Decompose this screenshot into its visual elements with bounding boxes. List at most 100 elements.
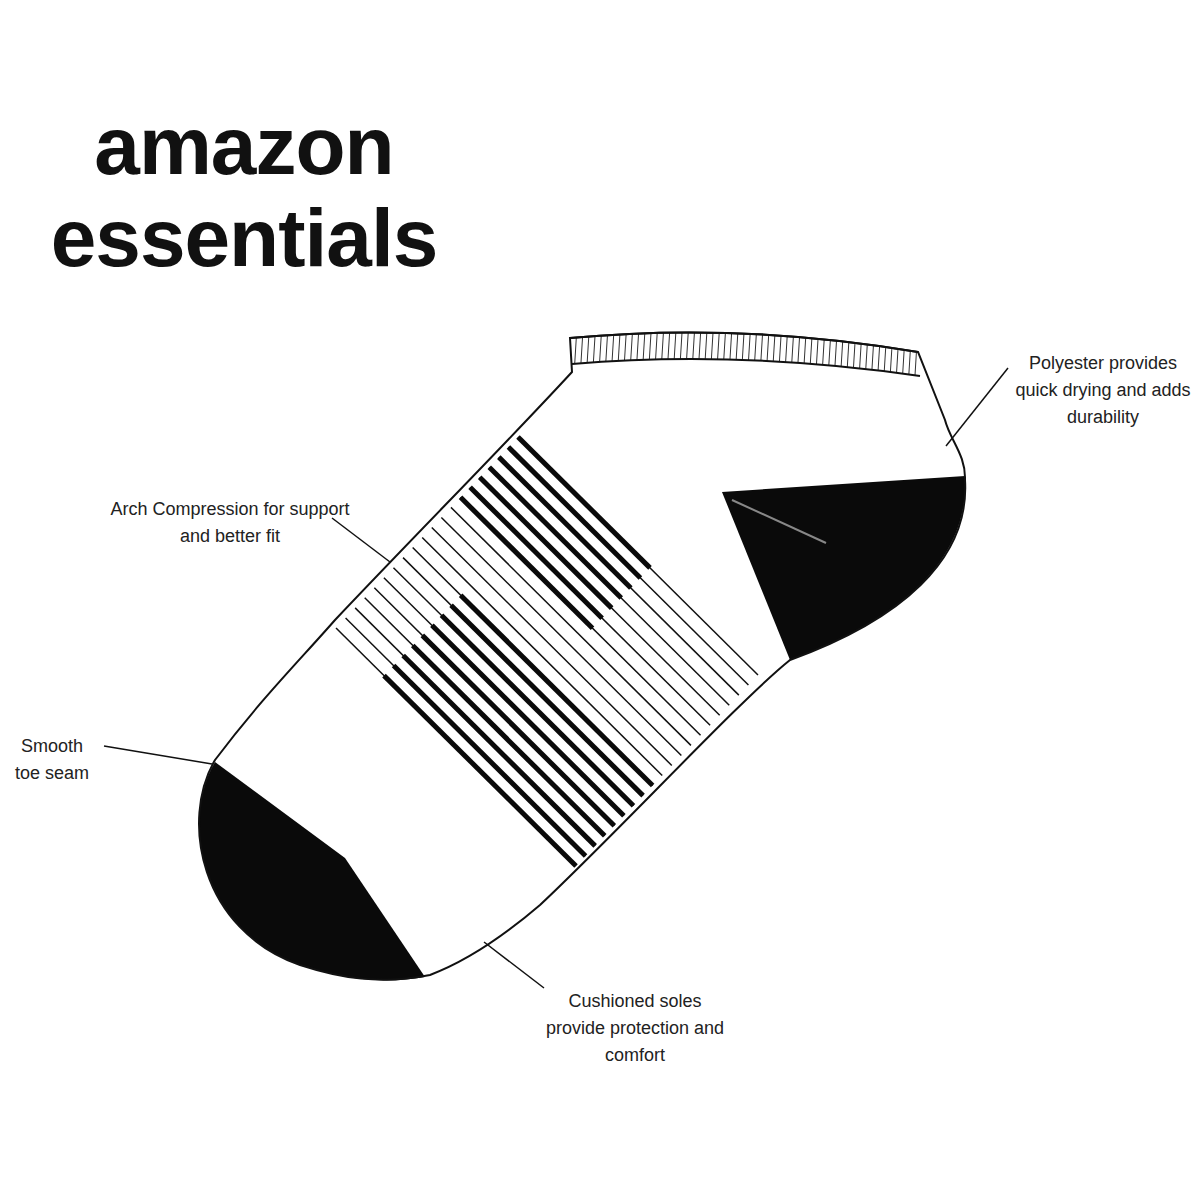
stripe-stroke <box>489 467 729 705</box>
stripe-stroke <box>374 588 614 826</box>
stripe-stroke <box>815 320 819 385</box>
arch-stripes <box>336 437 758 866</box>
stripe-stroke <box>365 598 605 836</box>
stripe-stroke <box>859 320 863 385</box>
stripe-stroke <box>384 676 576 866</box>
leader-line <box>946 368 1008 446</box>
stripe-stroke <box>480 477 720 715</box>
stripe-stroke <box>877 320 881 385</box>
leader-line <box>484 942 544 988</box>
stripe-stroke <box>611 320 615 385</box>
stripe-stroke <box>685 320 689 385</box>
stripe-stroke <box>422 538 662 776</box>
toe-patch <box>199 762 425 980</box>
stripe-stroke <box>728 320 732 385</box>
stripe-stroke <box>660 320 664 385</box>
stripe-stroke <box>617 320 621 385</box>
stripe-stroke <box>778 320 782 385</box>
stripe-stroke <box>451 605 643 795</box>
stripe-stroke <box>394 666 586 856</box>
leader-line <box>332 518 390 562</box>
stripe-stroke <box>691 320 695 385</box>
stripe-stroke <box>518 437 650 568</box>
stripe-stroke <box>852 320 856 385</box>
stripe-stroke <box>461 595 653 785</box>
stripe-stroke <box>461 497 593 628</box>
stripe-stroke <box>654 320 658 385</box>
stripe-stroke <box>896 320 900 385</box>
stripe-stroke <box>865 320 869 385</box>
stripe-stroke <box>403 558 643 796</box>
stripe-stroke <box>623 320 627 385</box>
stripe-stroke <box>803 320 807 385</box>
stripe-stroke <box>580 320 584 385</box>
cuff-band <box>570 332 920 376</box>
stripe-stroke <box>336 628 576 866</box>
stripe-stroke <box>592 320 596 385</box>
callout-label: Polyester provides quick drying and adds… <box>1012 350 1194 431</box>
stripe-stroke <box>561 320 565 385</box>
stripe-stroke <box>432 625 624 815</box>
stripe-stroke <box>635 320 639 385</box>
heel-seam <box>732 500 826 543</box>
stripe-stroke <box>704 320 708 385</box>
stripe-stroke <box>840 320 844 385</box>
stripe-stroke <box>741 320 745 385</box>
stripe-stroke <box>666 320 670 385</box>
stripe-stroke <box>346 618 586 856</box>
stripe-stroke <box>629 320 633 385</box>
stripe-stroke <box>673 320 677 385</box>
stripe-stroke <box>403 655 595 845</box>
stripe-stroke <box>586 320 590 385</box>
stripe-stroke <box>499 457 739 695</box>
stripe-stroke <box>747 320 751 385</box>
stripe-stroke <box>828 320 832 385</box>
stripe-stroke <box>834 320 838 385</box>
stripe-stroke <box>598 320 602 385</box>
stripe-stroke <box>642 320 646 385</box>
stripe-stroke <box>759 320 763 385</box>
stripe-stroke <box>883 320 887 385</box>
stripe-stroke <box>772 320 776 385</box>
stripe-stroke <box>890 320 894 385</box>
stripe-stroke <box>470 487 602 618</box>
stripe-stroke <box>413 645 605 835</box>
stripe-stroke <box>489 467 621 598</box>
stripe-stroke <box>480 477 612 608</box>
stripe-stroke <box>648 320 652 385</box>
stripe-stroke <box>499 457 631 588</box>
brand-title: amazon essentials <box>4 100 484 284</box>
stripe-stroke <box>821 320 825 385</box>
stripe-stroke <box>573 320 577 385</box>
stripe-stroke <box>508 447 640 578</box>
stripe-stroke <box>422 635 614 825</box>
leader-line <box>104 746 212 764</box>
stripe-stroke <box>508 447 748 685</box>
stripe-stroke <box>384 578 624 816</box>
stripe-stroke <box>871 320 875 385</box>
stripe-stroke <box>451 507 691 745</box>
stripe-stroke <box>766 320 770 385</box>
stripe-stroke <box>470 487 710 725</box>
stripe-stroke <box>710 320 714 385</box>
stripe-stroke <box>902 320 906 385</box>
callout-label: Smooth toe seam <box>6 733 98 787</box>
stripe-stroke <box>441 615 633 805</box>
stripe-stroke <box>716 320 720 385</box>
sock-outline <box>199 332 965 979</box>
cuff-ribbing <box>561 320 931 385</box>
stripe-stroke <box>604 320 608 385</box>
stripe-stroke <box>355 608 595 846</box>
stripe-stroke <box>790 320 794 385</box>
stripe-stroke <box>679 320 683 385</box>
stripe-stroke <box>413 548 653 786</box>
stripe-stroke <box>441 517 681 755</box>
stripe-stroke <box>697 320 701 385</box>
stripe-stroke <box>735 320 739 385</box>
stripe-stroke <box>722 320 726 385</box>
stripe-stroke <box>461 497 701 735</box>
stripe-stroke <box>518 437 758 675</box>
callout-label: Arch Compression for support and better … <box>108 496 352 550</box>
stripe-stroke <box>921 320 925 385</box>
stripe-stroke <box>393 568 633 806</box>
